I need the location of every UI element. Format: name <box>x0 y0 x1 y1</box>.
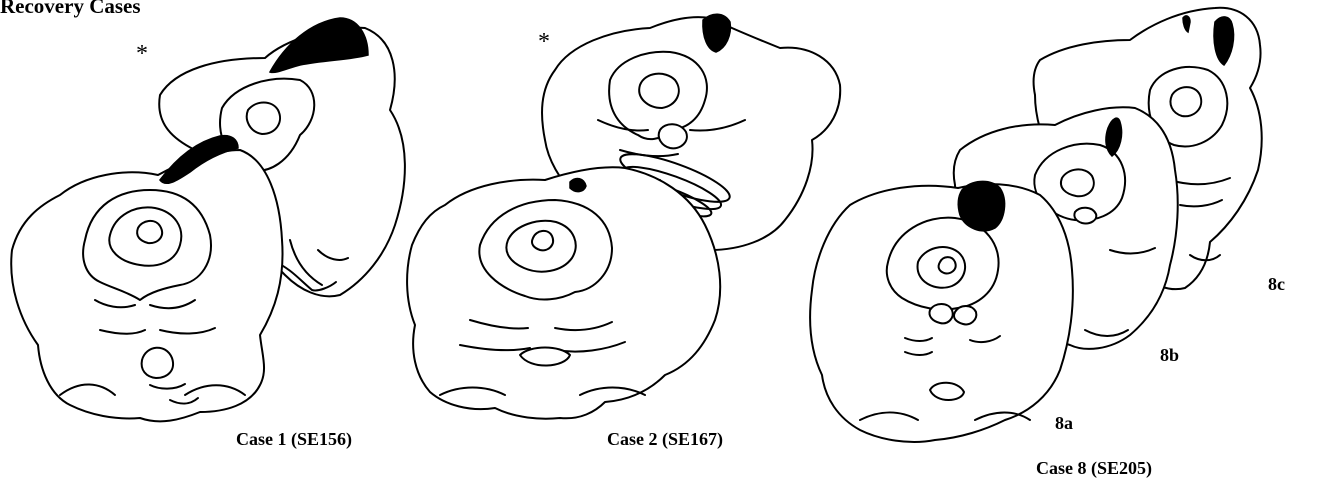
case2-asterisk-marker: * <box>538 30 550 54</box>
case8-section-8a <box>810 181 1073 442</box>
case1-sections <box>11 18 405 421</box>
section-label-8c: 8c <box>1268 275 1285 293</box>
case8-caption: Case 8 (SE205) <box>1036 459 1152 477</box>
case1-caption: Case 1 (SE156) <box>236 430 352 448</box>
case1-asterisk-marker: * <box>136 42 148 66</box>
case1-lower-section <box>11 136 282 422</box>
section-label-8b: 8b <box>1160 346 1179 364</box>
case2-caption: Case 2 (SE167) <box>607 430 723 448</box>
case2-lower-section <box>407 167 720 418</box>
section-label-8a: 8a <box>1055 414 1073 432</box>
figure-title: Recovery Cases <box>0 0 141 17</box>
case2-sections <box>407 14 840 418</box>
case8-sections <box>810 8 1262 442</box>
